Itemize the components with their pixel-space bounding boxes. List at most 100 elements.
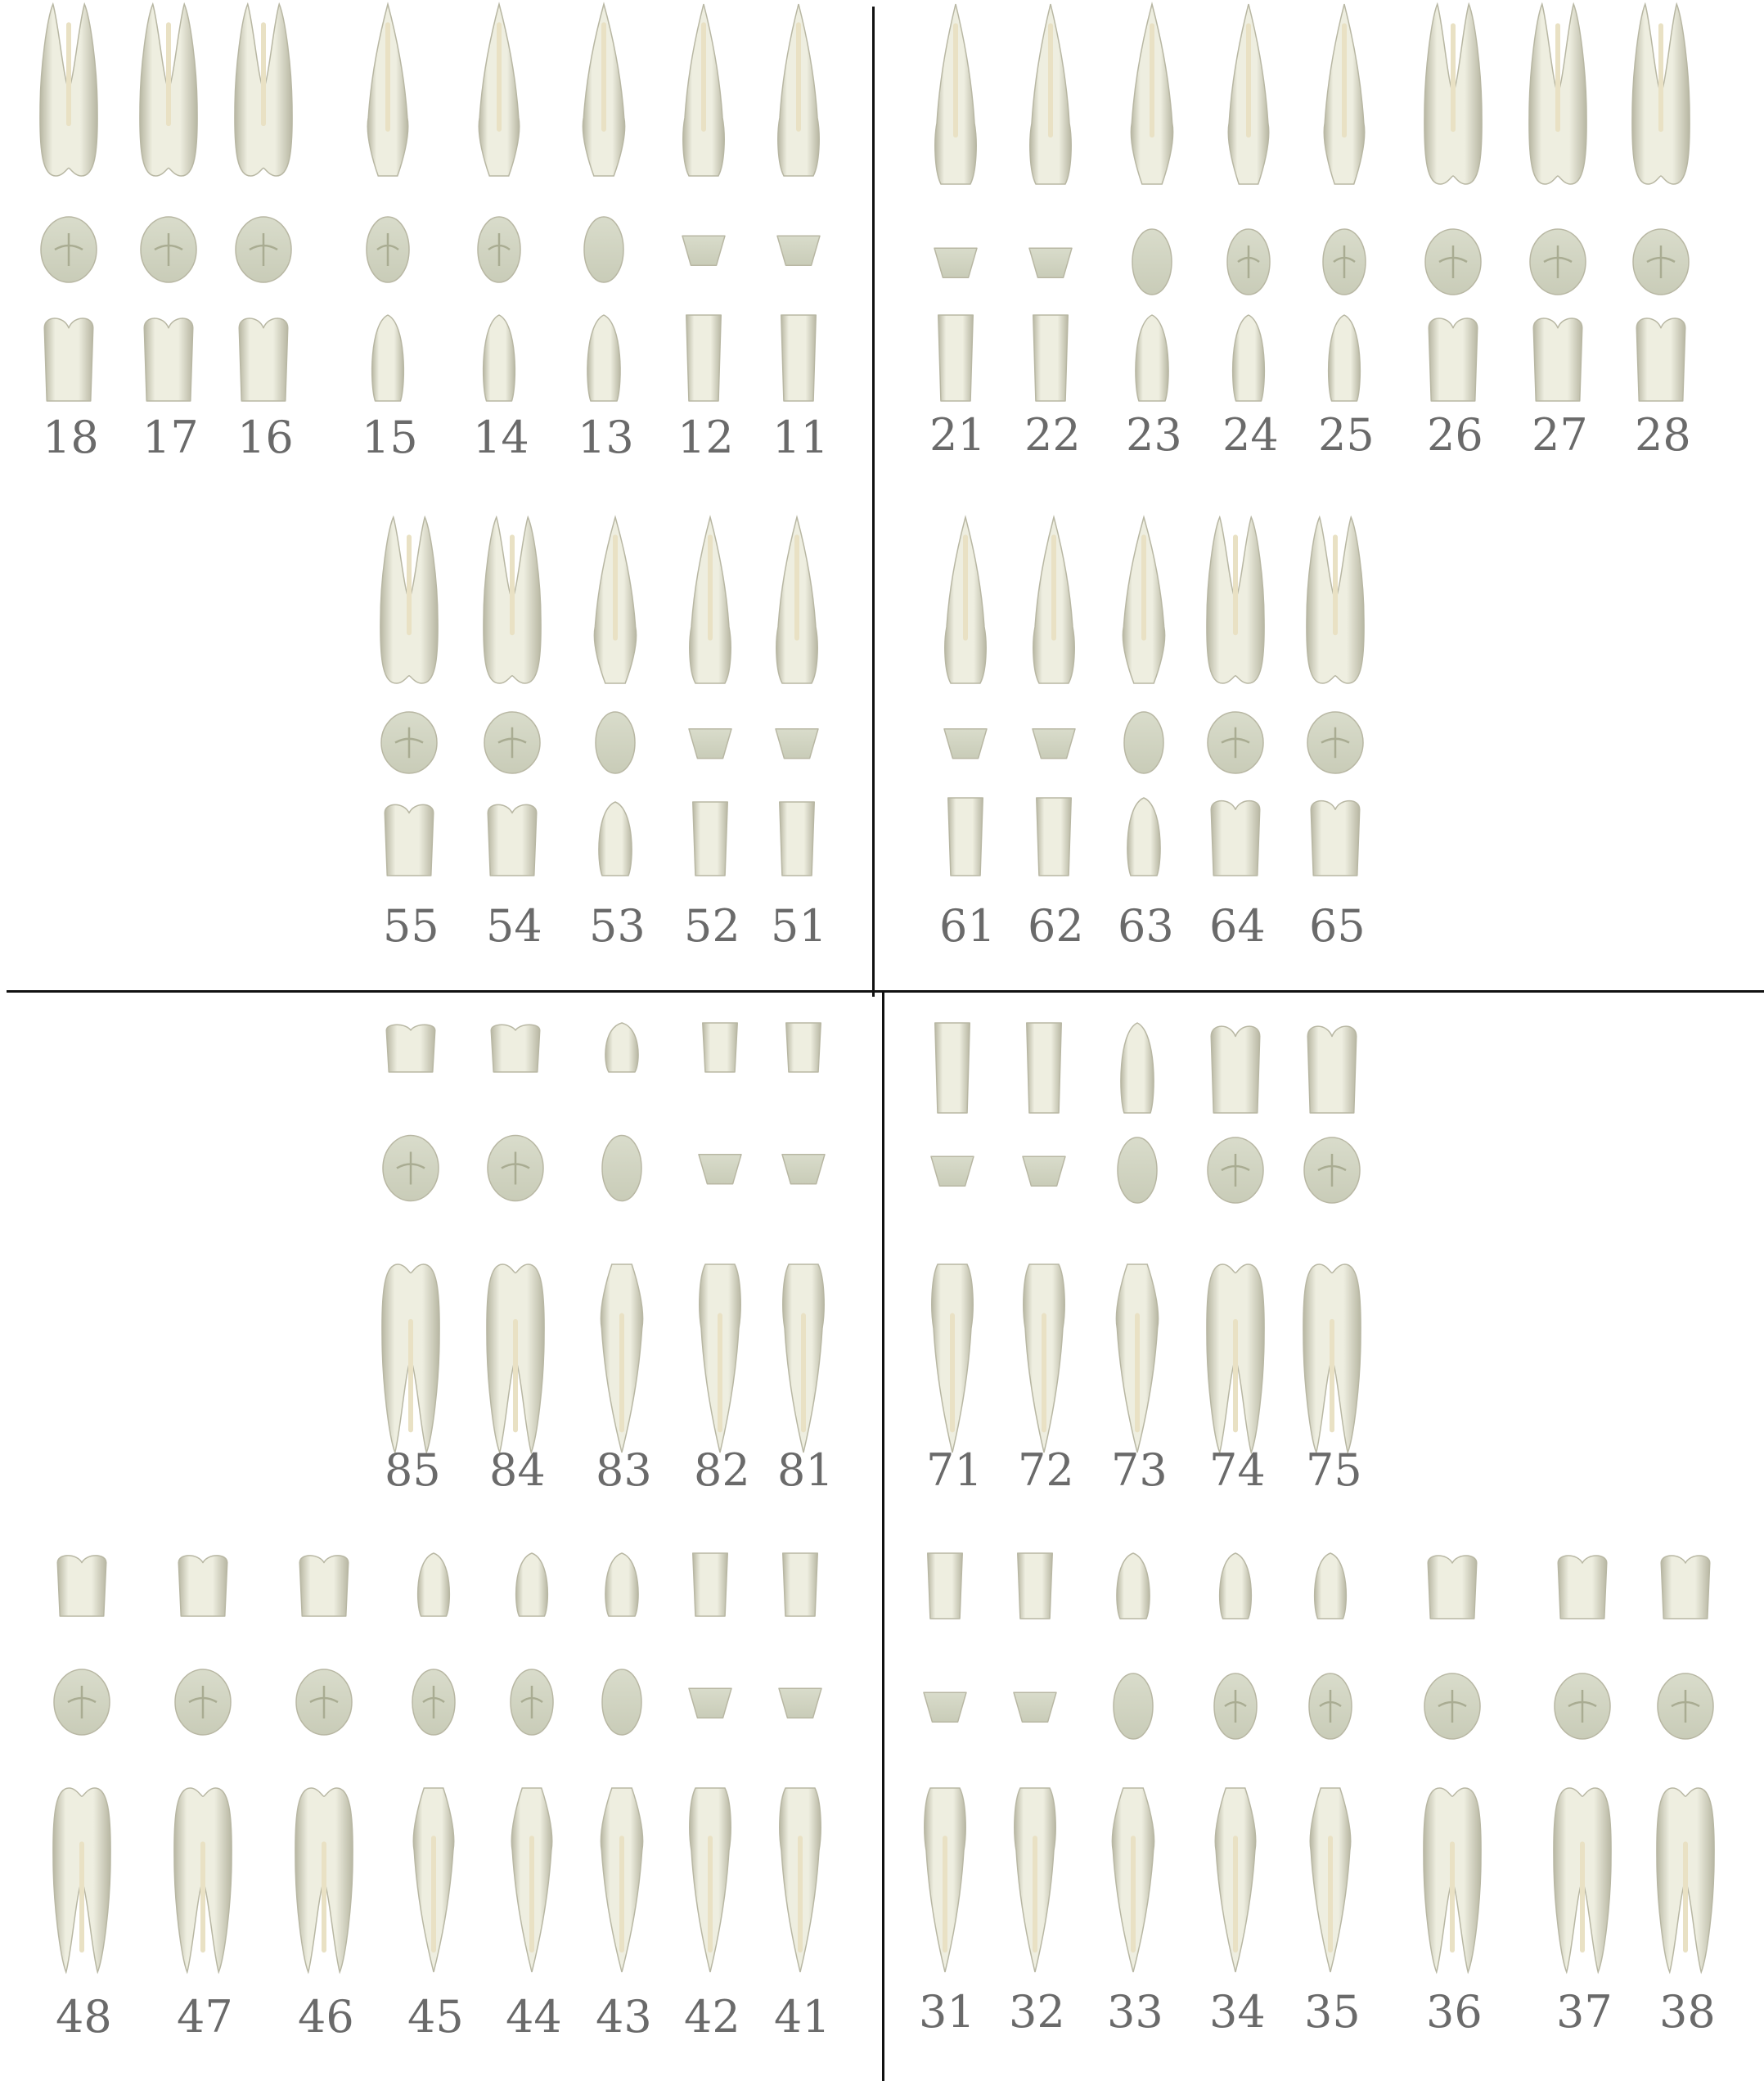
- tooth-63: [1122, 515, 1166, 876]
- tooth-label-14: 14: [473, 412, 529, 463]
- tooth-73: [1115, 1022, 1159, 1453]
- tooth-81: [781, 1022, 826, 1453]
- tooth-72: [1022, 1022, 1066, 1453]
- permanent-upper-left-block: [934, 2, 1690, 402]
- tooth-53: [593, 515, 637, 876]
- tooth-52: [688, 515, 732, 876]
- tooth-label-52: 52: [684, 900, 740, 952]
- tooth-18: [39, 2, 98, 402]
- tooth-label-82: 82: [694, 1444, 750, 1496]
- tooth-14: [477, 2, 521, 402]
- tooth-22: [1028, 3, 1073, 402]
- tooth-label-71: 71: [926, 1444, 983, 1496]
- tooth-82: [698, 1022, 742, 1453]
- tooth-label-74: 74: [1209, 1444, 1266, 1496]
- tooth-label-51: 51: [771, 900, 827, 952]
- tooth-74: [1206, 1025, 1265, 1455]
- tooth-label-31: 31: [919, 1986, 975, 2038]
- tooth-label-75: 75: [1306, 1444, 1362, 1496]
- tooth-label-72: 72: [1018, 1444, 1074, 1496]
- tooth-71: [930, 1022, 974, 1453]
- tooth-33: [1111, 1552, 1155, 1973]
- tooth-label-85: 85: [385, 1444, 441, 1496]
- permanent-lower-right-block: [52, 1552, 822, 1975]
- tooth-label-23: 23: [1126, 409, 1182, 461]
- tooth-label-47: 47: [177, 1991, 233, 2043]
- vertical-midline-upper: [872, 7, 875, 997]
- tooth-46: [295, 1555, 353, 1975]
- tooth-16: [234, 2, 293, 402]
- tooth-64: [1206, 515, 1265, 876]
- tooth-31: [923, 1552, 967, 1973]
- tooth-label-21: 21: [929, 409, 986, 461]
- tooth-label-45: 45: [407, 1991, 464, 2043]
- tooth-54: [483, 515, 542, 876]
- tooth-21: [934, 3, 978, 402]
- tooth-35: [1308, 1552, 1352, 1973]
- tooth-label-17: 17: [142, 412, 199, 463]
- tooth-label-44: 44: [506, 1991, 562, 2043]
- tooth-83: [600, 1022, 644, 1453]
- tooth-48: [52, 1555, 111, 1975]
- tooth-label-15: 15: [362, 412, 418, 463]
- tooth-44: [510, 1552, 554, 1973]
- tooth-13: [582, 2, 626, 402]
- tooth-label-81: 81: [777, 1444, 834, 1496]
- tooth-label-84: 84: [489, 1444, 546, 1496]
- tooth-label-38: 38: [1659, 1986, 1716, 2038]
- tooth-label-24: 24: [1222, 409, 1279, 461]
- tooth-label-22: 22: [1024, 409, 1081, 461]
- tooth-label-54: 54: [486, 900, 542, 952]
- primary-lower-right-block: [381, 1022, 826, 1455]
- tooth-24: [1226, 3, 1271, 402]
- tooth-label-36: 36: [1426, 1986, 1483, 2038]
- tooth-75: [1303, 1025, 1361, 1455]
- tooth-label-53: 53: [589, 900, 646, 952]
- tooth-26: [1424, 2, 1483, 402]
- tooth-label-32: 32: [1009, 1986, 1065, 2038]
- tooth-label-16: 16: [237, 412, 294, 463]
- tooth-85: [381, 1024, 440, 1455]
- tooth-label-48: 48: [56, 1991, 112, 2043]
- tooth-label-73: 73: [1111, 1444, 1168, 1496]
- permanent-lower-left-block: [923, 1552, 1715, 1975]
- tooth-label-28: 28: [1635, 409, 1691, 461]
- tooth-label-65: 65: [1309, 900, 1366, 952]
- tooth-36: [1423, 1555, 1482, 1975]
- tooth-61: [943, 515, 988, 876]
- tooth-label-18: 18: [43, 412, 99, 463]
- tooth-label-43: 43: [596, 1991, 652, 2043]
- tooth-25: [1322, 3, 1366, 402]
- tooth-label-42: 42: [684, 1991, 740, 2043]
- tooth-label-64: 64: [1209, 900, 1266, 952]
- primary-upper-left-block: [943, 515, 1365, 876]
- tooth-label-27: 27: [1532, 409, 1588, 461]
- tooth-label-83: 83: [596, 1444, 652, 1496]
- tooth-34: [1213, 1552, 1258, 1973]
- tooth-label-61: 61: [939, 900, 996, 952]
- tooth-41: [778, 1552, 822, 1973]
- tooth-37: [1553, 1555, 1612, 1975]
- tooth-label-35: 35: [1304, 1986, 1361, 2038]
- tooth-label-55: 55: [383, 900, 439, 952]
- tooth-38: [1656, 1555, 1715, 1975]
- tooth-51: [775, 515, 819, 876]
- primary-upper-right-block: [380, 515, 819, 876]
- tooth-label-34: 34: [1209, 1986, 1266, 2038]
- tooth-label-37: 37: [1556, 1986, 1613, 2038]
- horizontal-jaw-divider: [7, 990, 1764, 993]
- tooth-label-12: 12: [677, 412, 734, 463]
- primary-lower-left-block: [930, 1022, 1361, 1455]
- tooth-62: [1032, 515, 1076, 876]
- tooth-label-46: 46: [298, 1991, 354, 2043]
- tooth-11: [776, 3, 821, 402]
- tooth-12: [682, 3, 726, 402]
- permanent-upper-right-block: [39, 2, 821, 402]
- tooth-label-62: 62: [1028, 900, 1084, 952]
- tooth-27: [1528, 2, 1587, 402]
- tooth-label-33: 33: [1107, 1986, 1163, 2038]
- tooth-42: [688, 1552, 732, 1973]
- tooth-label-25: 25: [1318, 409, 1375, 461]
- tooth-45: [412, 1552, 456, 1973]
